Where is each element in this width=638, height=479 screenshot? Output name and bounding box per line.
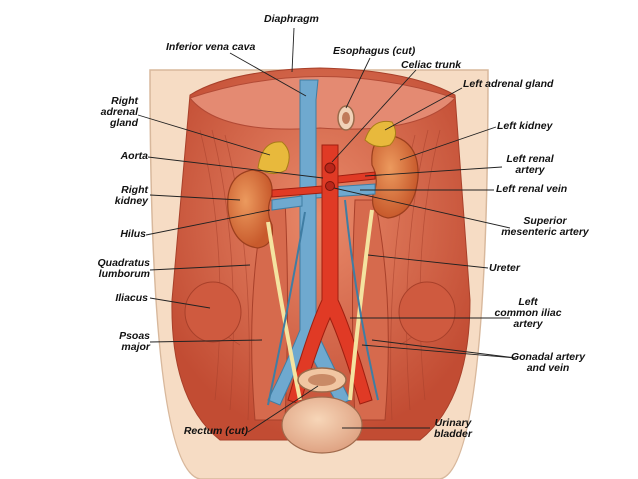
label-psoas-major: Psoas major (119, 330, 150, 353)
label-inferior-vena-cava: Inferior vena cava (166, 41, 256, 53)
label-left-common-iliac-artery: Left common iliac artery (494, 296, 562, 330)
right-renal-vein (271, 195, 303, 211)
gonadal-vessels-right (267, 211, 306, 406)
leader-lines (137, 27, 517, 433)
left-renal-artery (337, 171, 376, 184)
label-left-renal-artery: Left renal artery (506, 153, 554, 176)
gonadal-vessels-left (344, 199, 379, 401)
label-left-adrenal-gland: Left adrenal gland (463, 78, 554, 90)
right-ureter (266, 221, 302, 401)
label-esophagus: Esophagus (cut) (333, 45, 416, 57)
left-adrenal-gland (364, 120, 396, 148)
urinary-bladder (281, 396, 363, 454)
label-rectum: Rectum (cut) (183, 425, 248, 437)
label-left-renal-vein: Left renal vein (496, 183, 568, 195)
superior-mesenteric-artery (325, 181, 335, 191)
label-hilus: Hilus (120, 228, 146, 240)
label-celiac-trunk: Celiac trunk (401, 59, 462, 71)
label-iliacus: Iliacus (115, 292, 148, 304)
left-kidney (371, 134, 419, 219)
left-ureter (348, 209, 374, 401)
label-ureter: Ureter (489, 262, 520, 274)
label-urinary-bladder: Urinary bladder (434, 417, 472, 440)
esophagus-lumen (342, 112, 350, 124)
label-right-adrenal-gland: Right adrenal gland (100, 95, 138, 129)
label-right-kidney: Right kidney (114, 184, 148, 207)
rectum-lumen (308, 374, 336, 386)
label-superior-mesenteric-artery: Superior mesenteric artery (501, 215, 589, 238)
label-diaphragm: Diaphragm (264, 13, 319, 25)
iliacus-left (398, 281, 456, 343)
diaphragm (189, 76, 456, 130)
label-left-kidney: Left kidney (497, 120, 553, 132)
label-gonadal-artery-vein: Gonadal artery and vein (510, 351, 586, 374)
iliacus-right (184, 281, 242, 343)
label-aorta: Aorta (120, 150, 148, 162)
celiac-trunk (324, 162, 336, 174)
right-adrenal-gland (257, 141, 290, 174)
right-renal-artery (271, 185, 323, 198)
label-quadratus-lumborum: Quadratus lumborum (97, 257, 150, 280)
